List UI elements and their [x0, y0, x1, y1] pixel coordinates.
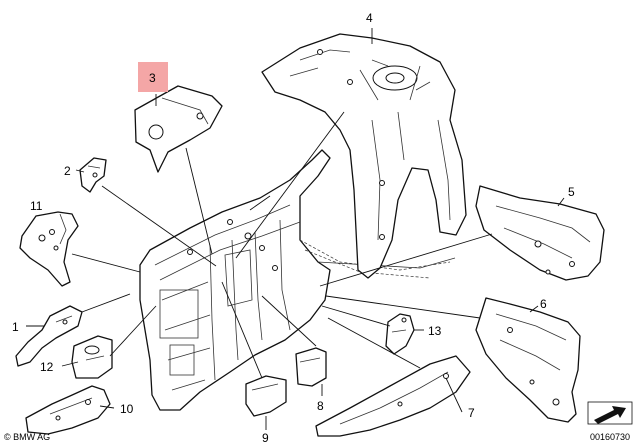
part-3-gusset — [134, 85, 223, 173]
callout-4: 4 — [366, 11, 373, 25]
part-9-plate — [245, 375, 287, 417]
callout-5: 5 — [568, 185, 575, 199]
callout-12: 12 — [40, 360, 54, 374]
leader-lines — [26, 28, 565, 430]
part-1-bracket — [15, 305, 83, 367]
part-6-rail — [475, 297, 581, 423]
callout-3-highlight — [138, 62, 168, 92]
callout-7: 7 — [468, 406, 475, 420]
part-10-bracket — [25, 385, 111, 435]
callout-2: 2 — [64, 164, 71, 178]
callout-11: 11 — [30, 199, 43, 213]
direction-arrow-icon — [587, 401, 633, 425]
callout-8: 8 — [317, 399, 324, 413]
part-7-panel — [315, 355, 471, 437]
part-5-rail — [475, 185, 605, 281]
callout-9: 9 — [262, 431, 269, 445]
callout-3: 3 — [149, 71, 156, 85]
callout-13: 13 — [428, 324, 442, 338]
part-11-bracket — [19, 211, 79, 287]
figure-number: 00160730 — [590, 432, 631, 442]
callout-10: 10 — [120, 402, 134, 416]
part-8-bracket — [295, 347, 327, 387]
body-shell — [139, 149, 456, 411]
part-13-bracket — [385, 313, 415, 355]
part-12-bracket — [71, 335, 113, 379]
part-2-bracket — [79, 157, 107, 193]
callout-1: 1 — [12, 320, 19, 334]
part-4-strut-dome — [261, 33, 467, 279]
copyright-text: © BMW AG — [4, 432, 51, 442]
callout-labels: 4 3 2 11 5 6 1 13 12 8 10 7 9 — [12, 11, 575, 445]
callout-6: 6 — [540, 297, 547, 311]
